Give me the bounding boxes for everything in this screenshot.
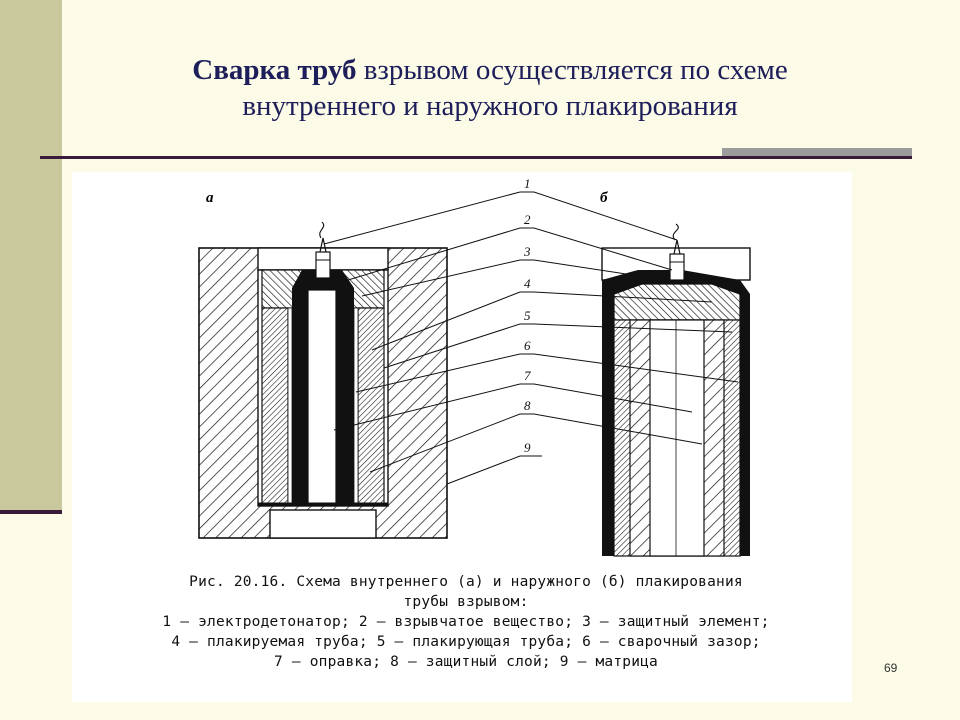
caption-line-4: 4 — плакируемая труба; 5 — плакирующая т…	[171, 634, 761, 650]
callout-3: 3	[523, 244, 531, 259]
callout-1: 1	[524, 176, 531, 191]
callout-6: 6	[524, 338, 531, 353]
decorative-gray-bar	[722, 148, 912, 157]
figure-caption: Рис. 20.16. Схема внутреннего (а) и нару…	[96, 572, 836, 672]
slide-title: Сварка труб взрывом осуществляется по сх…	[90, 52, 890, 124]
title-bold-part: Сварка труб	[192, 54, 357, 86]
decorative-left-band	[0, 0, 62, 512]
title-rest: взрывом осуществляется по схеме	[356, 54, 788, 86]
callout-5: 5	[524, 308, 531, 323]
callout-7: 7	[524, 368, 531, 383]
figure-panel: а б	[72, 172, 852, 702]
panel-a-label: а	[206, 190, 214, 206]
caption-line-2: трубы взрывом:	[403, 594, 529, 610]
callout-2: 2	[524, 212, 531, 227]
callout-9: 9	[524, 440, 531, 455]
callout-4: 4	[524, 276, 531, 291]
title-divider	[40, 156, 912, 159]
caption-line-5: 7 — оправка; 8 — защитный слой; 9 — матр…	[274, 654, 658, 670]
cladding-diagram: а б	[198, 176, 751, 557]
title-line-2: внутреннего и наружного плакирования	[242, 90, 738, 122]
panel-b-diagram	[601, 223, 751, 557]
decorative-left-band-line	[0, 510, 62, 514]
caption-line-3: 1 — электродетонатор; 2 — взрывчатое вещ…	[162, 614, 770, 630]
panel-a-diagram	[198, 221, 448, 539]
page-number: 69	[884, 661, 898, 675]
callout-8: 8	[524, 398, 531, 413]
caption-line-1: Рис. 20.16. Схема внутреннего (а) и нару…	[189, 574, 743, 590]
leader-lines	[323, 191, 739, 485]
panel-b-label: б	[600, 190, 608, 206]
